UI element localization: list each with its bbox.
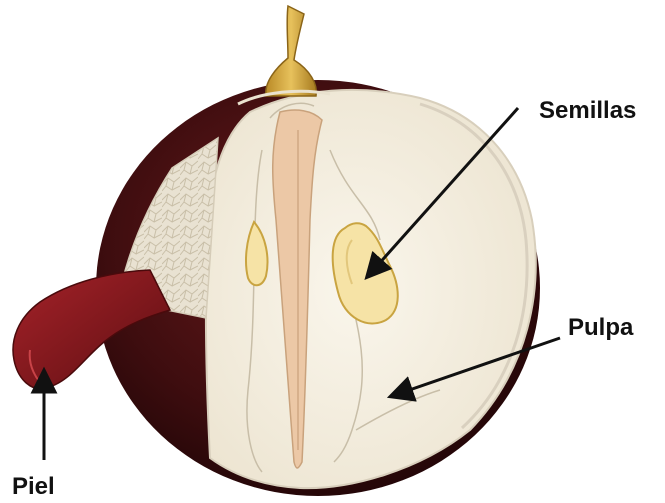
label-seeds: Semillas [539,97,636,124]
label-skin: Piel [12,473,55,500]
stem [238,6,330,104]
label-pulp: Pulpa [568,314,634,341]
